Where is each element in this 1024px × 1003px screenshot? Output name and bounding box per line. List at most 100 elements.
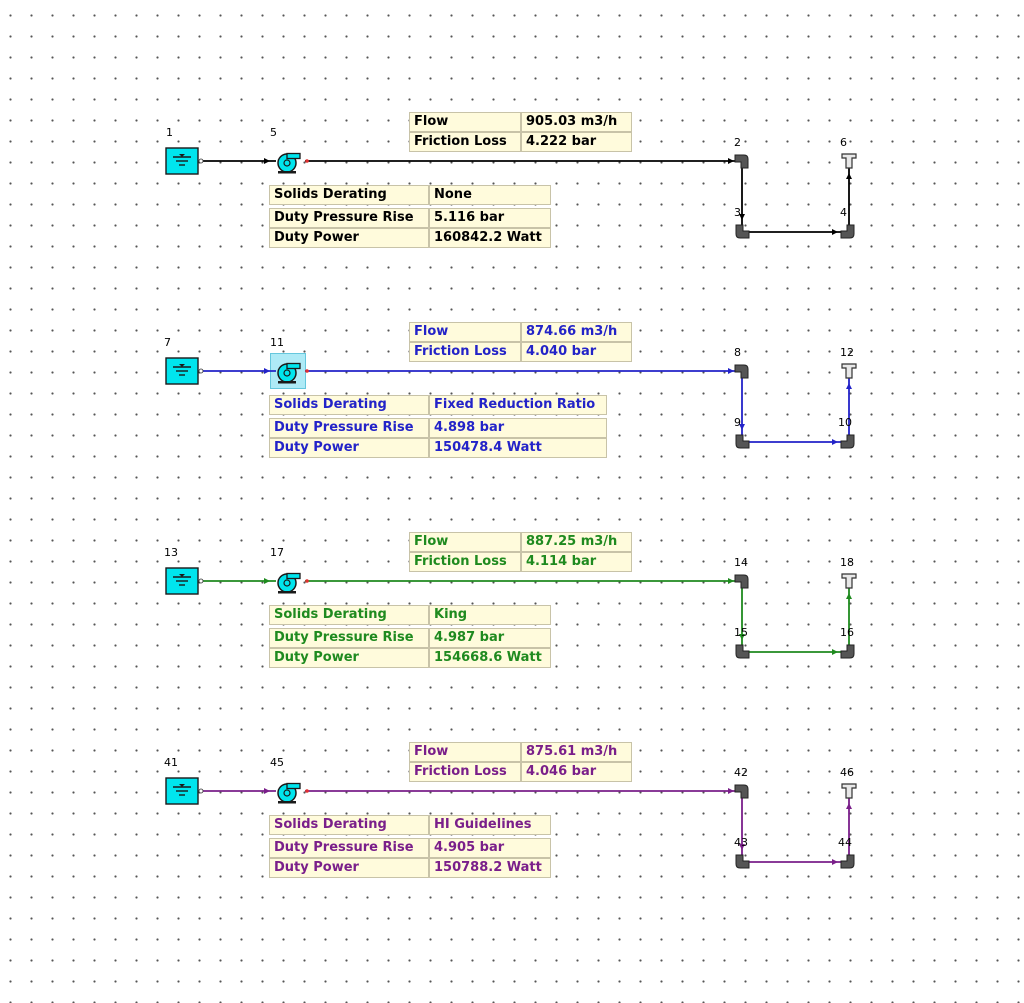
duty-power-value: 160842.2 Watt xyxy=(429,228,551,248)
friction-loss-value: 4.046 bar xyxy=(521,762,632,782)
elbow-icon[interactable] xyxy=(840,644,855,659)
flow-arrow xyxy=(846,383,852,389)
outlet-icon[interactable] xyxy=(841,153,857,169)
flow-arrow xyxy=(264,788,270,794)
tank-port xyxy=(198,788,204,794)
node-label-tank: 7 xyxy=(164,336,171,349)
tank-icon[interactable] xyxy=(165,567,199,595)
node-label-elbow: 2 xyxy=(734,136,741,149)
node-label-outlet: 18 xyxy=(840,556,854,569)
solids-derating-label: Solids Derating xyxy=(269,815,429,835)
elbow-icon[interactable] xyxy=(840,434,855,449)
elbow-icon[interactable] xyxy=(734,784,749,799)
elbow-icon[interactable] xyxy=(735,224,750,239)
tank-port xyxy=(198,158,204,164)
solids-derating-value: None xyxy=(429,185,551,205)
duty-power-label: Duty Power xyxy=(269,648,429,668)
flow-arrow xyxy=(728,788,734,794)
pump-system xyxy=(165,777,857,869)
solids-derating-value: HI Guidelines xyxy=(429,815,551,835)
node-label-outlet: 6 xyxy=(840,136,847,149)
pump-icon[interactable] xyxy=(277,152,301,174)
solids-derating-value: Fixed Reduction Ratio xyxy=(429,395,607,415)
flow-arrow xyxy=(264,578,270,584)
solids-derating-label: Solids Derating xyxy=(269,395,429,415)
pump-system xyxy=(165,147,857,239)
pump-system xyxy=(165,567,857,659)
flow-arrow xyxy=(846,803,852,809)
friction-loss-value: 4.114 bar xyxy=(521,552,632,572)
outlet-icon[interactable] xyxy=(841,573,857,589)
elbow-icon[interactable] xyxy=(735,854,750,869)
tank-icon[interactable] xyxy=(165,147,199,175)
elbow-icon[interactable] xyxy=(840,854,855,869)
pump-icon[interactable] xyxy=(277,572,301,594)
pump-icon[interactable] xyxy=(277,782,301,804)
friction-loss-value: 4.040 bar xyxy=(521,342,632,362)
node-label-elbow: 16 xyxy=(840,626,854,639)
outlet-icon[interactable] xyxy=(841,363,857,379)
elbow-icon[interactable] xyxy=(735,644,750,659)
friction-loss-label: Friction Loss xyxy=(409,552,521,572)
flow-arrow xyxy=(739,844,745,850)
elbow-icon[interactable] xyxy=(734,574,749,589)
elbow-icon[interactable] xyxy=(734,364,749,379)
flow-arrow xyxy=(846,173,852,179)
tank-icon[interactable] xyxy=(165,777,199,805)
flow-arrow xyxy=(264,368,270,374)
flow-value: 874.66 m3/h xyxy=(521,322,632,342)
flow-arrow xyxy=(739,424,745,430)
duty-pressure-rise-label: Duty Pressure Rise xyxy=(269,838,429,858)
flow-arrow xyxy=(832,229,838,235)
pump-icon[interactable] xyxy=(277,362,301,384)
flow-value: 905.03 m3/h xyxy=(521,112,632,132)
node-label-elbow: 3 xyxy=(734,206,741,219)
flow-arrow xyxy=(739,634,745,640)
node-label-pump: 17 xyxy=(270,546,284,559)
flow-value: 887.25 m3/h xyxy=(521,532,632,552)
elbow-icon[interactable] xyxy=(840,224,855,239)
pump-system xyxy=(165,357,857,449)
solids-derating-value: King xyxy=(429,605,551,625)
duty-power-value: 150788.2 Watt xyxy=(429,858,551,878)
node-label-elbow: 43 xyxy=(734,836,748,849)
duty-pressure-rise-value: 5.116 bar xyxy=(429,208,551,228)
elbow-icon[interactable] xyxy=(735,434,750,449)
node-label-elbow: 8 xyxy=(734,346,741,359)
node-label-tank: 41 xyxy=(164,756,178,769)
flow-arrow xyxy=(728,578,734,584)
flow-value: 875.61 m3/h xyxy=(521,742,632,762)
flow-arrow xyxy=(739,214,745,220)
tank-port xyxy=(198,368,204,374)
flow-arrow xyxy=(846,593,852,599)
node-label-outlet: 46 xyxy=(840,766,854,779)
node-label-elbow: 10 xyxy=(838,416,852,429)
elbow-icon[interactable] xyxy=(734,154,749,169)
duty-power-value: 150478.4 Watt xyxy=(429,438,607,458)
node-label-elbow: 4 xyxy=(840,206,847,219)
duty-pressure-rise-value: 4.905 bar xyxy=(429,838,551,858)
flow-arrow xyxy=(832,649,838,655)
friction-loss-label: Friction Loss xyxy=(409,132,521,152)
tank-icon[interactable] xyxy=(165,357,199,385)
outlet-icon[interactable] xyxy=(841,783,857,799)
solids-derating-label: Solids Derating xyxy=(269,605,429,625)
flow-label: Flow xyxy=(409,742,521,762)
duty-power-label: Duty Power xyxy=(269,438,429,458)
node-label-elbow: 14 xyxy=(734,556,748,569)
friction-loss-label: Friction Loss xyxy=(409,762,521,782)
flow-label: Flow xyxy=(409,532,521,552)
